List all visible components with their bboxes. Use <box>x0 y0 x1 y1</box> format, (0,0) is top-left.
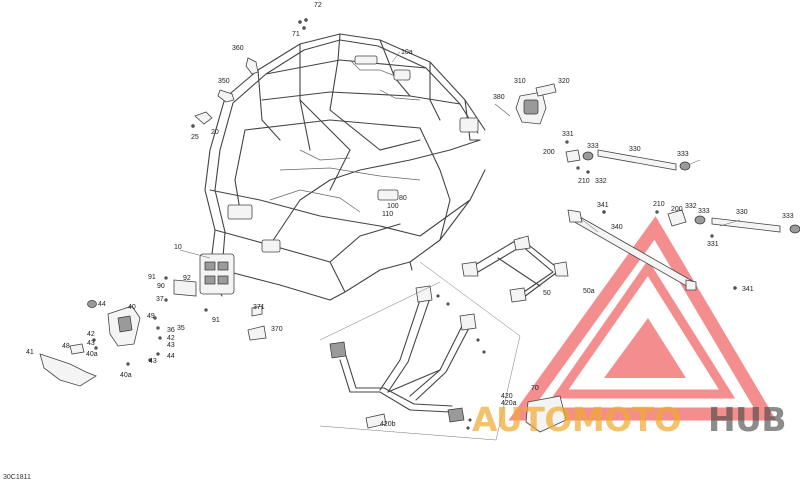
callout: 35 <box>177 325 185 332</box>
callout-labels: 72 71 10a 360 350 25 20 310 320 380 331 … <box>26 2 794 428</box>
callout: 43 <box>149 358 157 365</box>
callout: 380 <box>493 94 505 101</box>
callout: 331 <box>562 131 574 138</box>
watermark-logo <box>508 216 777 421</box>
callout: 332 <box>685 203 697 210</box>
callout: 210 <box>653 201 665 208</box>
callout: 80 <box>399 195 407 202</box>
rear-bar-340 <box>567 209 737 291</box>
callout: 350 <box>218 78 230 85</box>
callout: 310 <box>514 78 526 85</box>
callout: 100 <box>387 203 399 210</box>
callout: 41 <box>26 349 34 356</box>
callout: 333 <box>677 151 689 158</box>
callout: 341 <box>597 202 609 209</box>
callout: 330 <box>629 146 641 153</box>
callout: 332 <box>595 178 607 185</box>
callout: 10a <box>401 49 413 56</box>
cross-brace-50 <box>461 235 569 303</box>
callout: 40 <box>128 304 136 311</box>
tube-330-lower <box>655 209 800 238</box>
callout: 50 <box>543 290 551 297</box>
tube-330-upper <box>565 140 691 174</box>
callout: 71 <box>292 31 300 38</box>
callout: 42 <box>87 331 95 338</box>
callout: 340 <box>611 224 623 231</box>
small-brackets-left <box>191 18 308 128</box>
callout: 110 <box>382 211 393 218</box>
callout: 333 <box>782 213 794 220</box>
callout: 420a <box>501 400 517 407</box>
lower-subframe-420 <box>319 261 567 441</box>
callout: 43 <box>87 340 95 347</box>
callout: 92 <box>183 275 191 282</box>
callout: 200 <box>671 206 683 213</box>
leader-lines <box>179 51 741 259</box>
callout: 50a <box>583 288 595 295</box>
watermark-text-automoto: AUTOMOTO <box>472 400 682 439</box>
callout: 320 <box>558 78 570 85</box>
callout: 341 <box>742 286 754 293</box>
callout: 40a <box>86 351 98 358</box>
main-frame <box>199 33 486 301</box>
callout: 44 <box>98 301 106 308</box>
callout: 370 <box>271 326 283 333</box>
callout: 37 <box>156 296 164 303</box>
callout: 42 <box>167 335 175 342</box>
callout: 200 <box>543 149 555 156</box>
callout: 333 <box>698 208 710 215</box>
diagram-code: 30C1811 <box>3 474 31 481</box>
callout: 91 <box>148 274 156 281</box>
callout: 49 <box>147 313 155 320</box>
callout: 10 <box>174 244 182 251</box>
callout: 420b <box>380 421 396 428</box>
callout: 48 <box>62 343 70 350</box>
callout: 70 <box>531 385 539 392</box>
callout: 44 <box>167 353 175 360</box>
callout: 420 <box>501 393 513 400</box>
callout: 331 <box>707 241 719 248</box>
callout: 43 <box>167 342 175 349</box>
front-lower-parts <box>39 276 267 387</box>
callout: 91 <box>212 317 220 324</box>
watermark-text-hub: HUB <box>708 400 787 439</box>
callout: 72 <box>314 2 322 9</box>
callout: 330 <box>736 209 748 216</box>
callout: 360 <box>232 45 244 52</box>
callout: 40a <box>120 372 132 379</box>
callout: 36 <box>167 327 175 334</box>
callout: 20 <box>211 129 219 136</box>
callout: 210 <box>578 178 590 185</box>
callout: 25 <box>191 134 199 141</box>
headlight-mount <box>494 83 557 125</box>
callout: 333 <box>587 143 599 150</box>
callout: 371 <box>253 304 265 311</box>
callout: 90 <box>157 283 165 290</box>
